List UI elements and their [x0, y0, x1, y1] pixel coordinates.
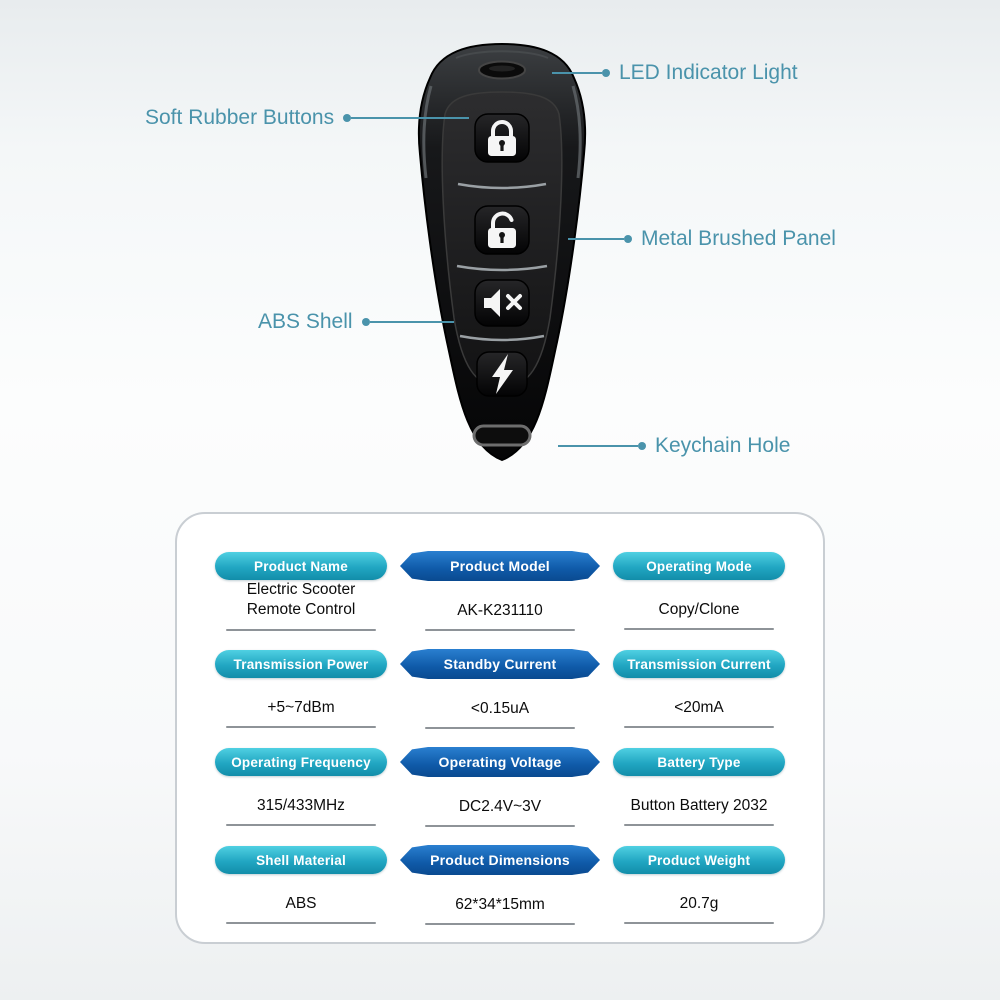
spec-underline: [425, 727, 575, 729]
spec-row: Transmission Power +5~7dBm Standby Curre…: [177, 649, 823, 729]
spec-underline: [226, 726, 376, 728]
spec-header-pill: Transmission Power: [215, 650, 387, 678]
callout-label-soft-buttons: Soft Rubber Buttons: [145, 106, 335, 129]
callout-soft-rubber-buttons: Soft Rubber Buttons: [136, 106, 470, 130]
callout-dot: [638, 442, 646, 450]
lock-icon: [488, 120, 516, 156]
spec-underline: [425, 825, 575, 827]
spec-value: 62*34*15mm: [455, 895, 545, 913]
spec-underline: [624, 726, 774, 728]
callout-line: [369, 321, 454, 323]
spec-underline: [425, 629, 575, 631]
spec-value: Button Battery 2032: [630, 796, 768, 814]
spec-value: 315/433MHz: [257, 796, 345, 814]
spec-cell-transmission-current: Transmission Current <20mA: [613, 650, 785, 728]
spec-cell-operating-frequency: Operating Frequency 315/433MHz: [215, 748, 387, 826]
spec-value: 20.7g: [679, 894, 719, 912]
spec-underline: [624, 922, 774, 924]
spec-row: Operating Frequency 315/433MHz Operating…: [177, 747, 823, 827]
spec-header-pill: Operating Voltage: [400, 747, 600, 777]
spec-cell-product-name: Product Name Electric Scooter Remote Con…: [215, 552, 387, 631]
callout-dot: [361, 318, 370, 326]
callout-led-indicator: LED Indicator Light: [552, 61, 807, 85]
spec-header-pill: Product Dimensions: [400, 845, 600, 875]
callout-dot: [343, 114, 352, 122]
callout-keychain-hole: Keychain Hole: [558, 434, 799, 458]
unlock-button: [474, 205, 530, 255]
spec-cell-transmission-power: Transmission Power +5~7dBm: [215, 650, 387, 728]
spec-header-pill: Product Model: [400, 551, 600, 581]
spec-value: ABS: [285, 894, 317, 912]
panel-groove: [456, 264, 548, 272]
spec-underline: [624, 628, 774, 630]
callout-dot: [602, 69, 610, 77]
callout-line: [568, 238, 624, 240]
spec-row: Product Name Electric Scooter Remote Con…: [177, 551, 823, 631]
spec-header-pill: Operating Mode: [613, 552, 785, 580]
spec-value: DC2.4V~3V: [458, 797, 542, 815]
mute-icon: [484, 289, 522, 317]
callout-label-panel: Metal Brushed Panel: [641, 227, 836, 250]
callout-label-keychain: Keychain Hole: [655, 434, 791, 457]
left-sheen: [422, 85, 433, 179]
spec-underline: [226, 824, 376, 826]
spec-cell-operating-mode: Operating Mode Copy/Clone: [613, 552, 785, 630]
spec-header-pill: Battery Type: [613, 748, 785, 776]
spec-underline: [624, 824, 774, 826]
spec-underline: [226, 628, 376, 631]
lightning-button: [476, 351, 528, 397]
spec-cell-shell-material: Shell Material ABS: [215, 846, 387, 924]
callout-dot: [624, 235, 632, 243]
led-window: [478, 60, 526, 80]
right-sheen: [571, 85, 582, 179]
spec-cell-standby-current: Standby Current <0.15uA: [400, 649, 600, 729]
spec-row: Shell Material ABS Product Dimensions 62…: [177, 845, 823, 925]
spec-value: Electric Scooter Remote Control: [246, 581, 356, 619]
spec-header-pill: Product Weight: [613, 846, 785, 874]
spec-header-pill: Shell Material: [215, 846, 387, 874]
callout-line: [552, 72, 602, 74]
callout-metal-panel: Metal Brushed Panel: [568, 227, 845, 251]
mute-button: [474, 279, 530, 327]
unlock-icon: [488, 211, 516, 248]
spec-cell-product-model: Product Model AK-K231110: [400, 551, 600, 631]
spec-cell-product-weight: Product Weight 20.7g: [613, 846, 785, 924]
keychain-slot: [472, 424, 532, 447]
remote-control-svg: [417, 42, 587, 462]
callout-abs-shell: ABS Shell: [249, 310, 454, 334]
callout-line: [558, 445, 638, 447]
spec-header-pill: Operating Frequency: [215, 748, 387, 776]
spec-value: <20mA: [674, 698, 724, 716]
lock-button: [474, 113, 530, 163]
callout-line: [351, 117, 470, 119]
panel-groove: [459, 334, 545, 342]
spec-header-pill: Standby Current: [400, 649, 600, 679]
remote-control-illustration: [330, 36, 674, 470]
spec-cell-operating-voltage: Operating Voltage DC2.4V~3V: [400, 747, 600, 827]
spec-card: Product Name Electric Scooter Remote Con…: [175, 512, 825, 944]
top-sheen: [455, 50, 549, 59]
spec-underline: [226, 922, 376, 924]
callout-label-shell: ABS Shell: [258, 310, 353, 333]
lightning-icon: [492, 354, 513, 394]
spec-cell-product-dimensions: Product Dimensions 62*34*15mm: [400, 845, 600, 925]
spec-header-pill: Transmission Current: [613, 650, 785, 678]
spec-value: AK-K231110: [457, 601, 543, 619]
spec-value: <0.15uA: [470, 699, 530, 717]
spec-underline: [425, 923, 575, 925]
spec-value: Copy/Clone: [658, 600, 740, 618]
spec-value: +5~7dBm: [267, 698, 335, 716]
panel-groove: [457, 182, 547, 190]
spec-cell-battery-type: Battery Type Button Battery 2032: [613, 748, 785, 826]
spec-header-pill: Product Name: [215, 552, 387, 580]
callout-label-led: LED Indicator Light: [619, 61, 798, 84]
